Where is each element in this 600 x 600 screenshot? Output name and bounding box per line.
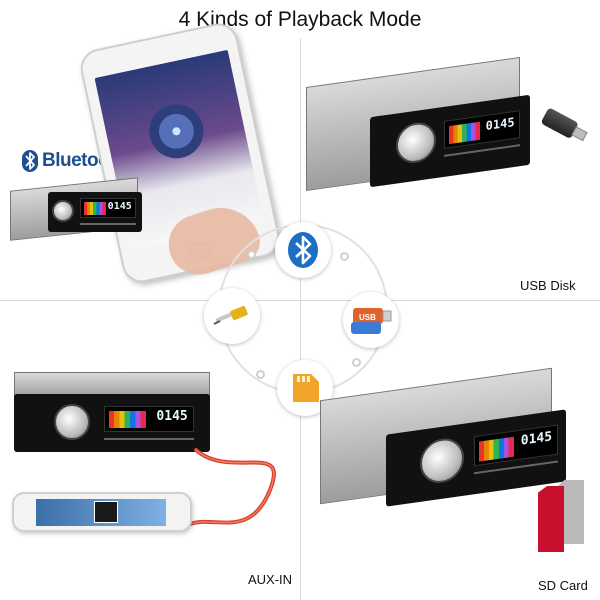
hub-usb: USB (343, 292, 399, 348)
ring-dot (247, 250, 256, 259)
volume-knob-icon (54, 404, 90, 440)
bluetooth-icon (22, 150, 38, 172)
usb-flash-drive-icon (540, 105, 591, 146)
aux-in-label: AUX-IN (248, 572, 293, 587)
car-stereo-aux: 0145 (8, 372, 214, 466)
car-stereo-sd: 0145 (316, 367, 572, 510)
bluetooth-icon (288, 232, 318, 268)
car-stereo-usb: 0145 (300, 56, 536, 198)
ring-dot (352, 358, 361, 367)
ring-dot (340, 252, 349, 261)
sd-card-icon (293, 374, 319, 402)
aux-cable-icon (213, 305, 248, 325)
usb-disk-label: USB Disk (520, 278, 576, 293)
hub-aux (204, 288, 260, 344)
car-stereo-bluetooth: 0145 (10, 177, 142, 248)
sd-card-image (538, 480, 584, 552)
ring-dot (256, 370, 265, 379)
page-title: 4 Kinds of Playback Mode (178, 8, 422, 31)
stereo-display-digits: 0145 (485, 114, 515, 133)
stereo-display-digits: 0145 (156, 409, 188, 425)
volume-knob-icon (396, 119, 436, 166)
stereo-display-digits: 0145 (107, 200, 132, 212)
album-art-icon (94, 501, 118, 523)
album-disc-icon (144, 99, 209, 164)
volume-knob-icon (420, 435, 464, 486)
smartphone-aux-source (12, 492, 192, 532)
hub-bluetooth (275, 222, 331, 278)
sd-card-label: SD Card (538, 578, 588, 593)
phone-screen (36, 499, 166, 526)
usb-icon: USB (351, 308, 392, 334)
volume-knob-icon (52, 200, 74, 222)
stereo-display-digits: 0145 (520, 429, 553, 449)
svg-text:USB: USB (359, 313, 376, 322)
